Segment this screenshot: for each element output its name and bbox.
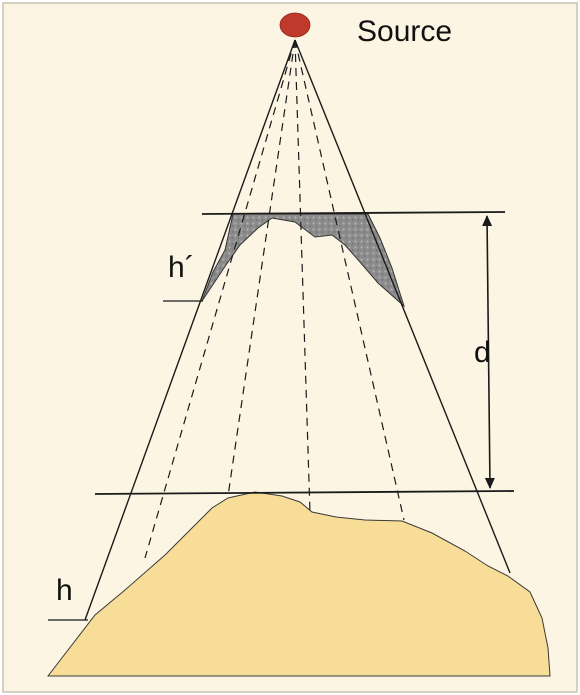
projection-ray (294, 39, 405, 521)
projection-rays (144, 39, 405, 559)
distance-label: d (474, 336, 491, 369)
beam-edge-left (84, 39, 296, 621)
beam-edge-right (294, 39, 511, 574)
projection-ray (144, 39, 296, 559)
projection-ray (294, 39, 311, 514)
source-point (279, 12, 311, 38)
h-label: h (56, 574, 73, 607)
object-shape (46, 491, 551, 677)
projection-ray (227, 39, 296, 497)
lower-plane-line (94, 490, 515, 495)
source-label: Source (357, 15, 452, 48)
h-prime-label: h´ (168, 251, 195, 284)
distance-arrow (482, 215, 495, 489)
upper-plane-line (201, 211, 506, 215)
